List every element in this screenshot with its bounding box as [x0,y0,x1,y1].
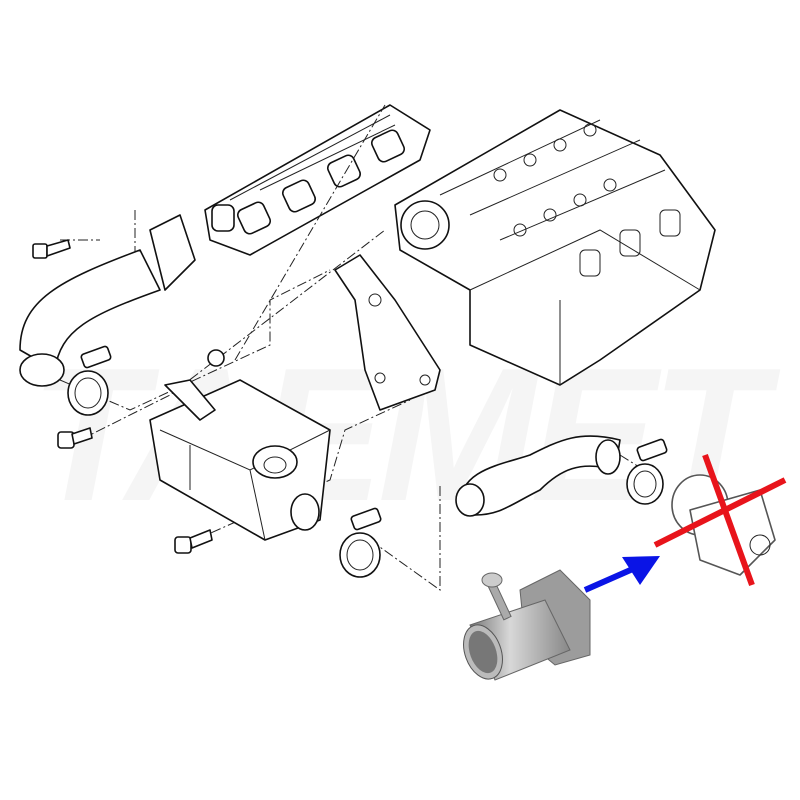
pipe-clamp [626,438,668,505]
bolt-bottom [174,529,213,554]
washer [207,349,225,367]
pipe-clamp [339,507,382,578]
removed-cross-icon [653,453,787,587]
bolt-mid-left [57,427,93,449]
egr-pipe-lower [455,435,621,517]
cylinder-head [394,109,716,386]
arrow-icon [583,556,660,593]
mounting-bracket [334,254,441,411]
egr-cooler [149,379,331,541]
egr-pipe-upper [19,214,196,387]
bolt-top-left [32,239,71,259]
exhaust-manifold [204,104,431,256]
pipe-clamp [67,345,112,416]
egr-blanking-pipe [463,569,591,681]
